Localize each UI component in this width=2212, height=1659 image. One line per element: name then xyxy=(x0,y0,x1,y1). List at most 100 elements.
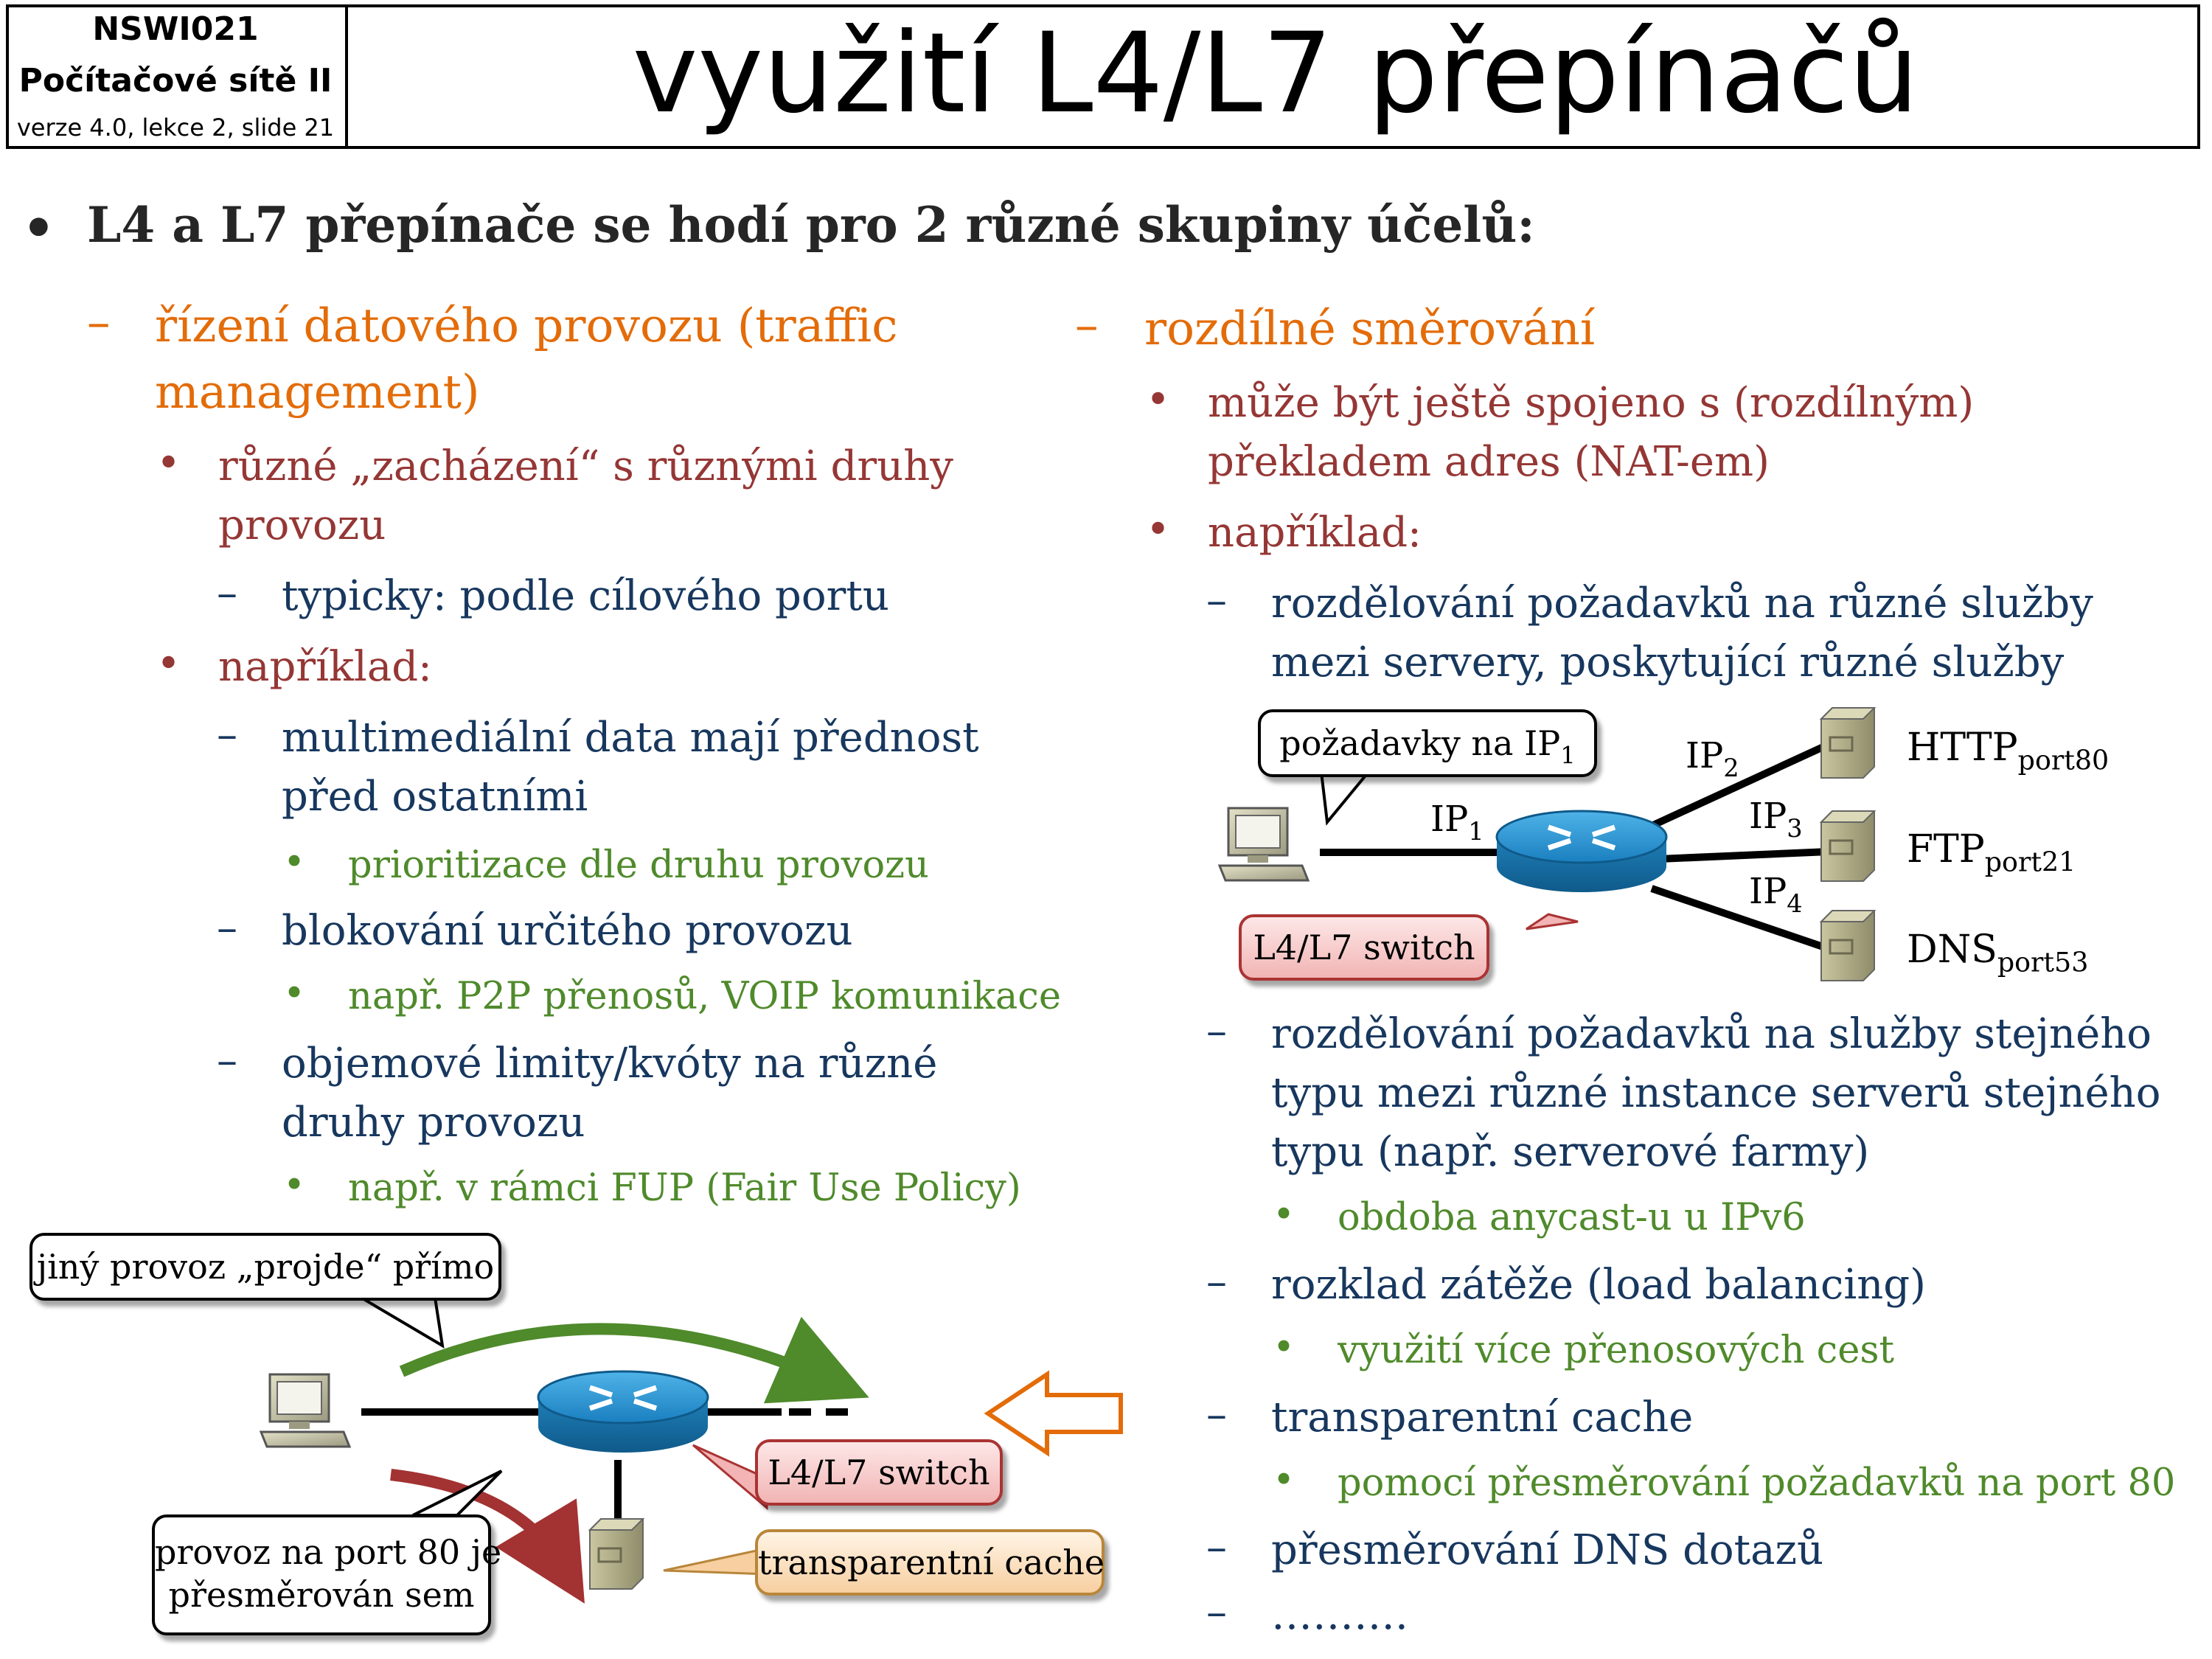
left-item1-sub: typicky: podle cílového portu xyxy=(282,572,889,620)
left-heading-line1: řízení datového provozu (traffic xyxy=(155,299,898,352)
left-item2: například: xyxy=(218,643,432,691)
bullet-marker: • xyxy=(1273,1193,1295,1237)
bullet-marker: • xyxy=(156,439,181,487)
dash-marker: – xyxy=(217,711,237,759)
router-icon xyxy=(1495,810,1668,892)
switch-callout: L4/L7 switch xyxy=(755,1439,1003,1506)
label-ftp: FTPport21 xyxy=(1907,827,2076,878)
bullet-marker: • xyxy=(1146,506,1171,554)
dash-marker: – xyxy=(217,1037,237,1085)
dash-marker: – xyxy=(217,569,237,617)
bypass-callout: jiný provoz „projde“ přímo xyxy=(29,1233,501,1301)
right-item2: například: xyxy=(1208,509,1422,557)
right-ex2-line2: typu mezi různé instance serverů stejnéh… xyxy=(1271,1069,2161,1117)
link-ip4 xyxy=(1650,885,1837,955)
left-ex2: blokování určitého provozu xyxy=(282,907,853,955)
bypass-arrow xyxy=(399,1316,869,1404)
bullet-marker: • xyxy=(283,841,306,884)
right-ex4-detail: pomocí přesměrování požadavků na port 80 xyxy=(1338,1461,2176,1505)
requests-callout-text: požadavky na IP xyxy=(1279,723,1561,763)
left-ex1-detail: prioritizace dle druhu provozu xyxy=(348,844,929,887)
course-meta: verze 4.0, lekce 2, slide 21 xyxy=(16,114,335,142)
slide-header xyxy=(6,4,2200,149)
port80-callout-line1: provoz na port 80 je xyxy=(155,1532,502,1572)
requests-callout: požadavky na IP1 xyxy=(1258,709,1597,777)
routing-diagram xyxy=(1217,707,1877,981)
main-bullet: L4 a L7 přepínače se hodí pro 2 různé sk… xyxy=(87,196,1535,254)
dash-marker: – xyxy=(87,295,111,349)
right-ex2-line1: rozdělování požadavků na služby stejného xyxy=(1271,1010,2152,1058)
left-ex3-detail: např. v rámci FUP (Fair Use Policy) xyxy=(348,1166,1021,1210)
bullet-marker: • xyxy=(1146,376,1171,424)
label-ip4: IP4 xyxy=(1749,871,1803,918)
bullet-marker: • xyxy=(22,198,55,259)
dash-marker: – xyxy=(1206,1588,1227,1636)
dash-marker: – xyxy=(1206,1007,1227,1055)
left-ex1-line2: před ostatními xyxy=(282,773,588,821)
right-ex4: transparentní cache xyxy=(1271,1394,1694,1441)
dash-marker: – xyxy=(1206,1391,1227,1439)
callout-tail xyxy=(355,1296,445,1349)
left-ex3-line1: objemové limity/kvóty na různé xyxy=(282,1040,938,1088)
cache-callout: transparentní cache xyxy=(755,1529,1105,1596)
server-icon xyxy=(1819,910,1877,981)
callout-tail xyxy=(1526,913,1579,931)
port80-callout-line2: přesměrován sem xyxy=(168,1575,475,1615)
pc-icon xyxy=(1217,807,1310,882)
course-name: Počítačové sítě II xyxy=(18,62,333,100)
right-item1-line1: může být ještě spojeno s (rozdílným) xyxy=(1208,379,1975,427)
right-ex5: přesměrování DNS dotazů xyxy=(1271,1526,1824,1574)
bullet-marker: • xyxy=(283,972,306,1015)
bullet-marker: • xyxy=(156,640,181,688)
course-code: NSWI021 xyxy=(92,10,259,48)
right-ex3-detail: využití více přenosových cest xyxy=(1338,1329,1895,1372)
bullet-marker: • xyxy=(283,1164,306,1207)
left-item1-line2: provozu xyxy=(218,501,386,549)
dash-marker: – xyxy=(217,904,237,952)
callout-tail xyxy=(663,1547,768,1576)
slide-title: využití L4/L7 přepínačů xyxy=(632,10,1919,138)
right-ex2-line3: typu (např. serverové farmy) xyxy=(1271,1128,1870,1176)
label-http: HTTPport80 xyxy=(1907,726,2110,776)
server-icon xyxy=(1819,810,1877,882)
header-divider xyxy=(345,4,348,149)
label-ip2: IP2 xyxy=(1686,735,1739,782)
link-ip2 xyxy=(1649,737,1838,830)
router-icon xyxy=(537,1370,709,1453)
hollow-arrow-icon xyxy=(984,1370,1123,1457)
left-ex2-detail: např. P2P přenosů, VOIP komunikace xyxy=(348,975,1062,1018)
right-ex3: rozklad zátěže (load balancing) xyxy=(1271,1261,1926,1309)
dash-marker: – xyxy=(1206,1258,1227,1306)
label-ip1: IP1 xyxy=(1430,799,1484,846)
cache-diagram xyxy=(259,1296,1123,1604)
redirect-arrow xyxy=(390,1469,585,1604)
bypass-callout-text: jiný provoz „projde“ přímo xyxy=(36,1247,495,1287)
right-item1-line2: překladem adres (NAT-em) xyxy=(1208,438,1770,486)
dash-marker: – xyxy=(1075,298,1099,352)
requests-callout-sub: 1 xyxy=(1560,741,1576,770)
switch-callout-text: L4/L7 switch xyxy=(1253,928,1475,967)
right-ex1-line2: mezi servery, poskytující různé služby xyxy=(1271,639,2065,686)
cache-callout-text: transparentní cache xyxy=(758,1543,1105,1582)
left-item1-line1: různé „zacházení“ s různými druhy xyxy=(218,442,953,490)
link-ip3 xyxy=(1658,848,1829,863)
port80-callout: provoz na port 80 je přesměrován sem xyxy=(152,1514,502,1635)
left-ex3-line2: druhy provozu xyxy=(282,1099,585,1147)
dash-marker: – xyxy=(1206,1523,1227,1571)
bullet-marker: • xyxy=(1273,1326,1295,1369)
left-ex1-line1: multimediální data mají přednost xyxy=(282,714,979,762)
dash-marker: – xyxy=(1206,577,1227,625)
right-ex2-detail: obdoba anycast-u u IPv6 xyxy=(1338,1196,1806,1239)
bullet-marker: • xyxy=(1273,1458,1295,1502)
switch-callout-text: L4/L7 switch xyxy=(768,1453,990,1492)
server-icon xyxy=(1819,707,1877,779)
right-ex6: ………. xyxy=(1271,1591,1408,1639)
pc-icon xyxy=(259,1373,352,1448)
left-heading-line2: management) xyxy=(155,365,480,419)
right-ex1-line1: rozdělování požadavků na různé služby xyxy=(1271,580,2093,627)
switch-callout: L4/L7 switch xyxy=(1239,914,1489,981)
label-ip3: IP3 xyxy=(1749,796,1803,843)
server-icon xyxy=(588,1518,645,1590)
right-heading: rozdílné směrování xyxy=(1144,302,1596,355)
label-dns: DNSport53 xyxy=(1907,928,2089,978)
